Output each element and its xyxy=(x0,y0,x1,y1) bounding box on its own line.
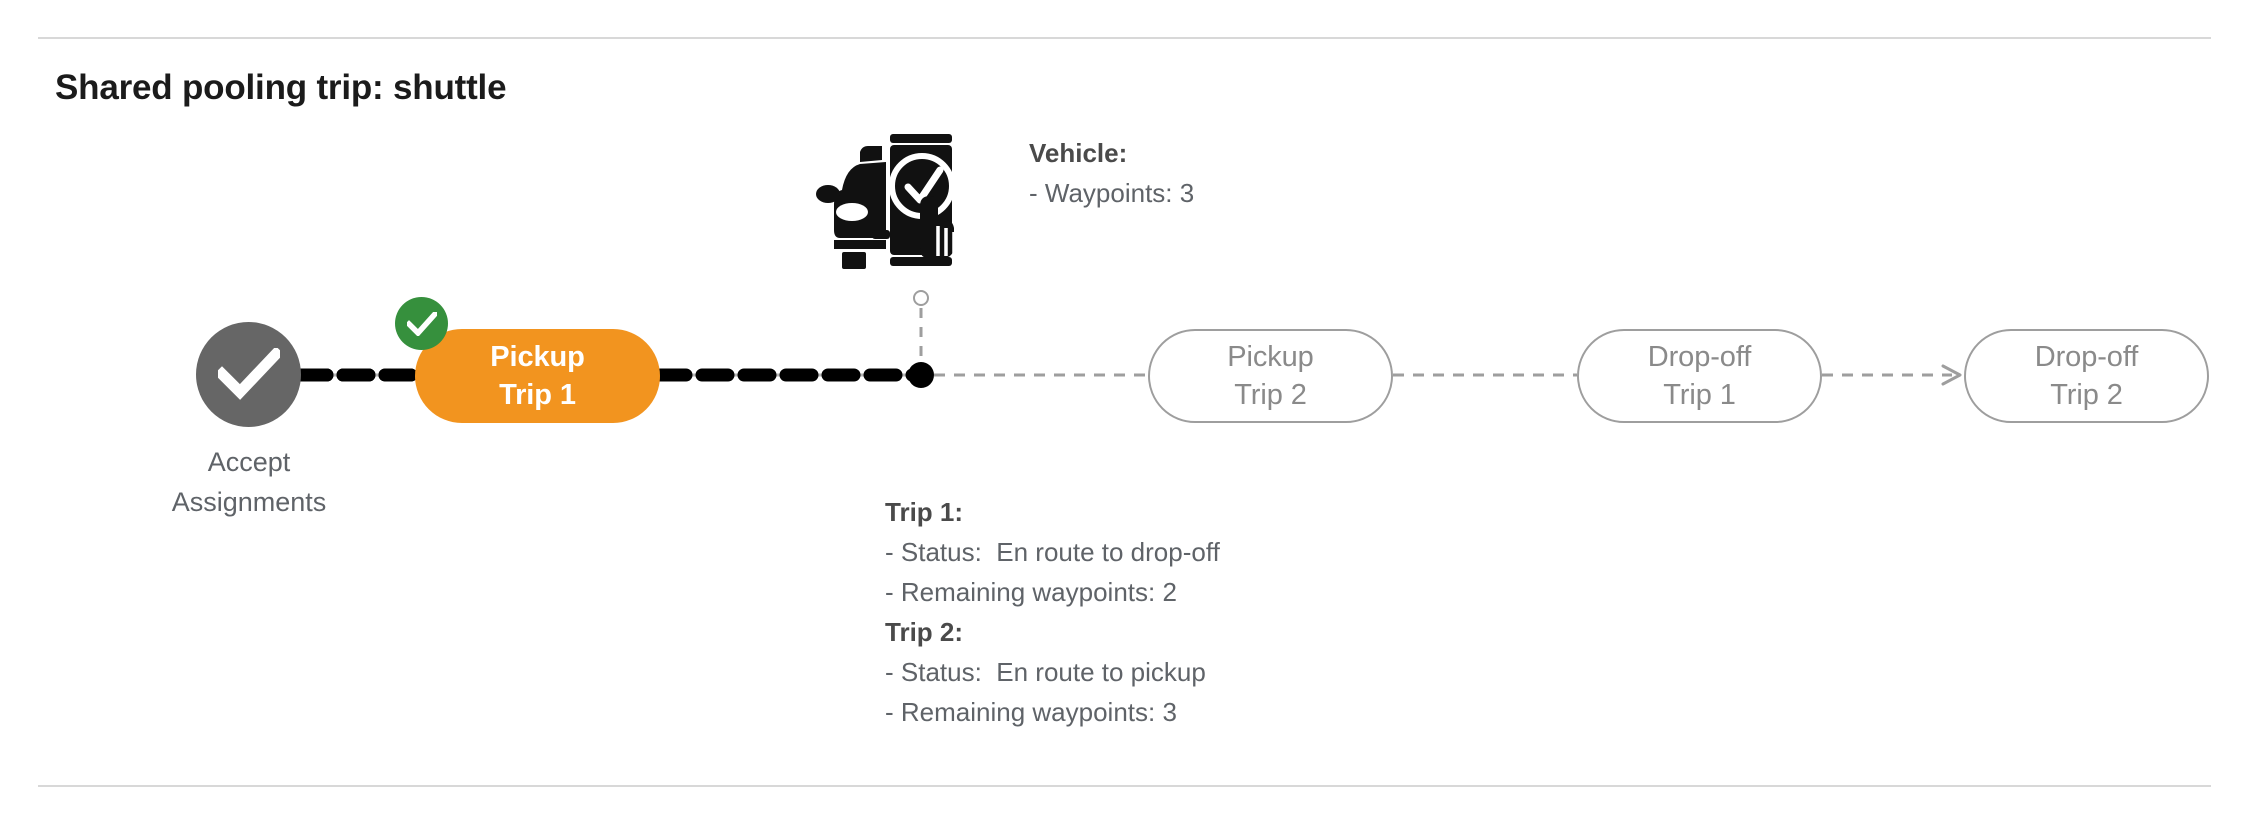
trip2-status: - Status: En route to pickup xyxy=(885,657,1206,687)
node-accept-assignments[interactable] xyxy=(196,322,301,427)
page-title: Shared pooling trip: shuttle xyxy=(55,68,507,107)
check-circle-icon xyxy=(218,348,280,400)
trip1-waypoints: - Remaining waypoints: 2 xyxy=(885,577,1177,607)
trip2-waypoints: - Remaining waypoints: 3 xyxy=(885,697,1177,727)
node-pickup-trip-1-line2: Trip 1 xyxy=(499,379,576,411)
bottom-divider xyxy=(38,785,2211,787)
node-dropoff-trip-1-line2: Trip 1 xyxy=(1663,379,1736,411)
accept-label-line2: Assignments xyxy=(171,487,327,517)
node-pickup-trip-2[interactable]: Pickup Trip 2 xyxy=(1148,329,1393,423)
trip-info-block: Trip 1: - Status: En route to drop-off -… xyxy=(885,492,1220,732)
trip1-heading: Trip 1: xyxy=(885,497,964,527)
node-dropoff-trip-2[interactable]: Drop-off Trip 2 xyxy=(1964,329,2209,423)
node-dropoff-trip-2-line2: Trip 2 xyxy=(2050,379,2123,411)
arrow-head-icon xyxy=(1941,364,1962,386)
node-pickup-trip-1-line1: Pickup xyxy=(490,341,585,373)
trip2-heading: Trip 2: xyxy=(885,617,964,647)
vehicle-info-waypoints: - Waypoints: 3 xyxy=(1029,178,1195,208)
vehicle-info-heading: Vehicle: xyxy=(1029,138,1128,168)
top-divider xyxy=(38,37,2211,39)
vehicle-info-block: Vehicle: - Waypoints: 3 xyxy=(1029,133,1194,213)
vehicle-phone-check-icon xyxy=(816,134,956,269)
node-accept-assignments-label: Accept Assignments xyxy=(120,442,378,522)
vehicle-connector-circle-icon xyxy=(913,290,929,306)
node-dropoff-trip-2-line1: Drop-off xyxy=(2034,341,2139,373)
trip1-status: - Status: En route to drop-off xyxy=(885,537,1220,567)
check-badge-icon xyxy=(407,312,437,336)
accept-label-line1: Accept xyxy=(207,447,291,477)
node-pickup-trip-1[interactable]: Pickup Trip 1 xyxy=(415,329,660,423)
vehicle-position-dot xyxy=(908,362,934,388)
node-pickup-trip-2-line2: Trip 2 xyxy=(1234,379,1307,411)
completed-check-badge-icon xyxy=(395,297,448,350)
node-pickup-trip-2-line1: Pickup xyxy=(1227,341,1314,373)
node-dropoff-trip-1-line1: Drop-off xyxy=(1647,341,1752,373)
node-dropoff-trip-1[interactable]: Drop-off Trip 1 xyxy=(1577,329,1822,423)
